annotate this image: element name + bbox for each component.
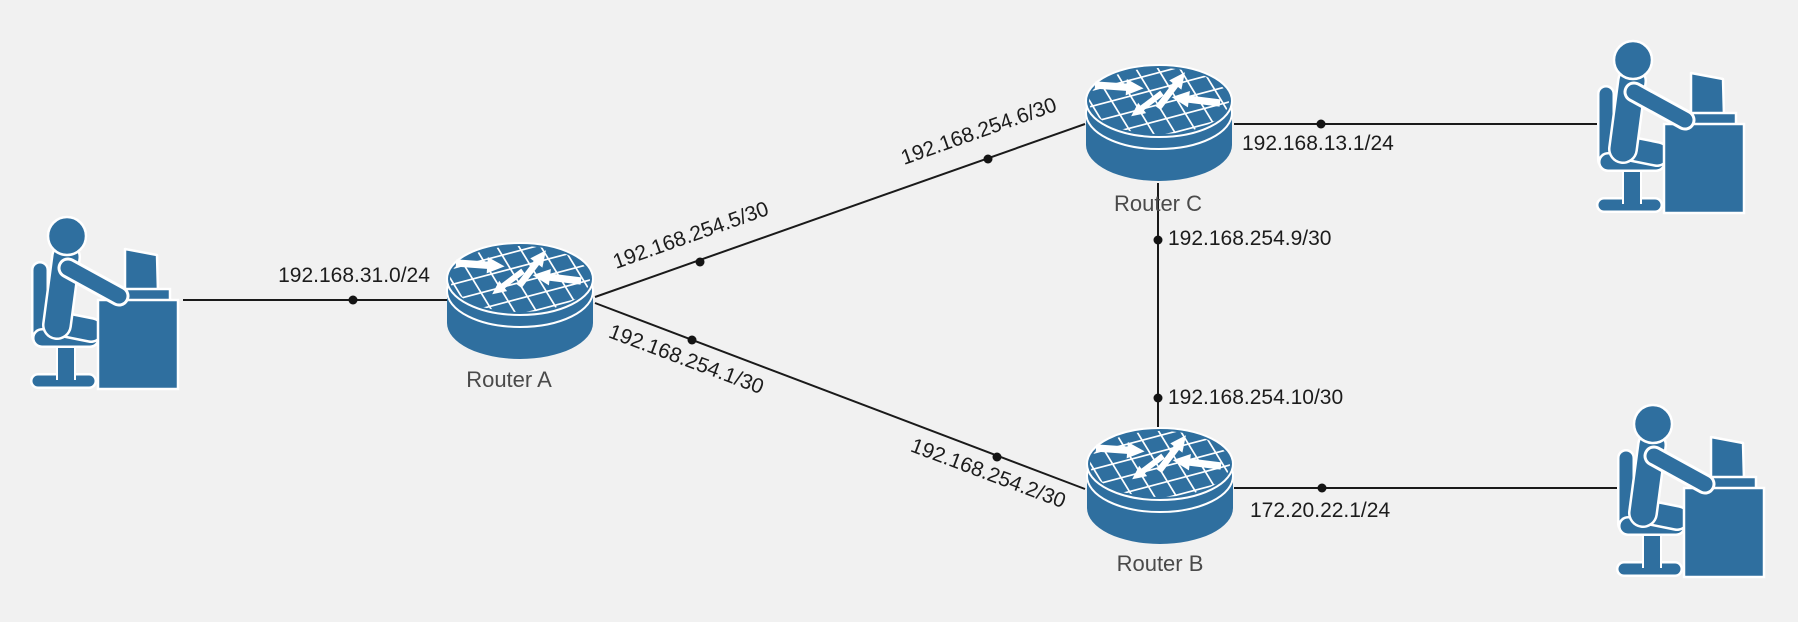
link-router-a-to-router-c <box>594 123 1086 298</box>
ip-label-lan-top-right: 192.168.13.1/24 <box>1242 132 1394 155</box>
router-icon <box>1085 427 1235 545</box>
workstation-user-left <box>30 212 182 392</box>
router-c-label: Router C <box>1113 191 1203 216</box>
router-b-node <box>1085 427 1235 545</box>
link-router-a-to-router-b <box>594 302 1086 490</box>
router-c-node <box>1084 64 1234 182</box>
ip-label-lan-left: 192.168.31.0/24 <box>278 264 430 287</box>
ip-label-c-to-b-near-c: 192.168.254.9/30 <box>1168 227 1332 250</box>
connection-point-dot <box>983 154 993 164</box>
router-icon <box>445 242 595 360</box>
connection-point-dot <box>348 295 358 305</box>
router-b-label: Router B <box>1116 551 1204 576</box>
router-a-node <box>445 242 595 360</box>
ip-label-lan-bottom-right: 172.20.22.1/24 <box>1250 499 1391 522</box>
connection-point-dot <box>687 335 697 345</box>
workstation-user-icon <box>30 212 182 392</box>
connection-point-dot <box>1153 235 1163 245</box>
workstation-user-icon <box>1596 36 1748 216</box>
ip-label-c-to-b-near-b: 192.168.254.10/30 <box>1168 386 1344 409</box>
connection-point-dot <box>1316 119 1326 129</box>
connection-point-dot <box>992 452 1002 462</box>
workstation-user-icon <box>1616 400 1768 580</box>
workstation-user-top-right <box>1596 36 1748 216</box>
connection-point-dot <box>1317 483 1327 493</box>
connection-point-dot <box>1153 393 1163 403</box>
connection-point-dot <box>695 257 705 267</box>
workstation-user-bottom-right <box>1616 400 1768 580</box>
router-a-label: Router A <box>466 367 552 392</box>
router-icon <box>1084 64 1234 182</box>
